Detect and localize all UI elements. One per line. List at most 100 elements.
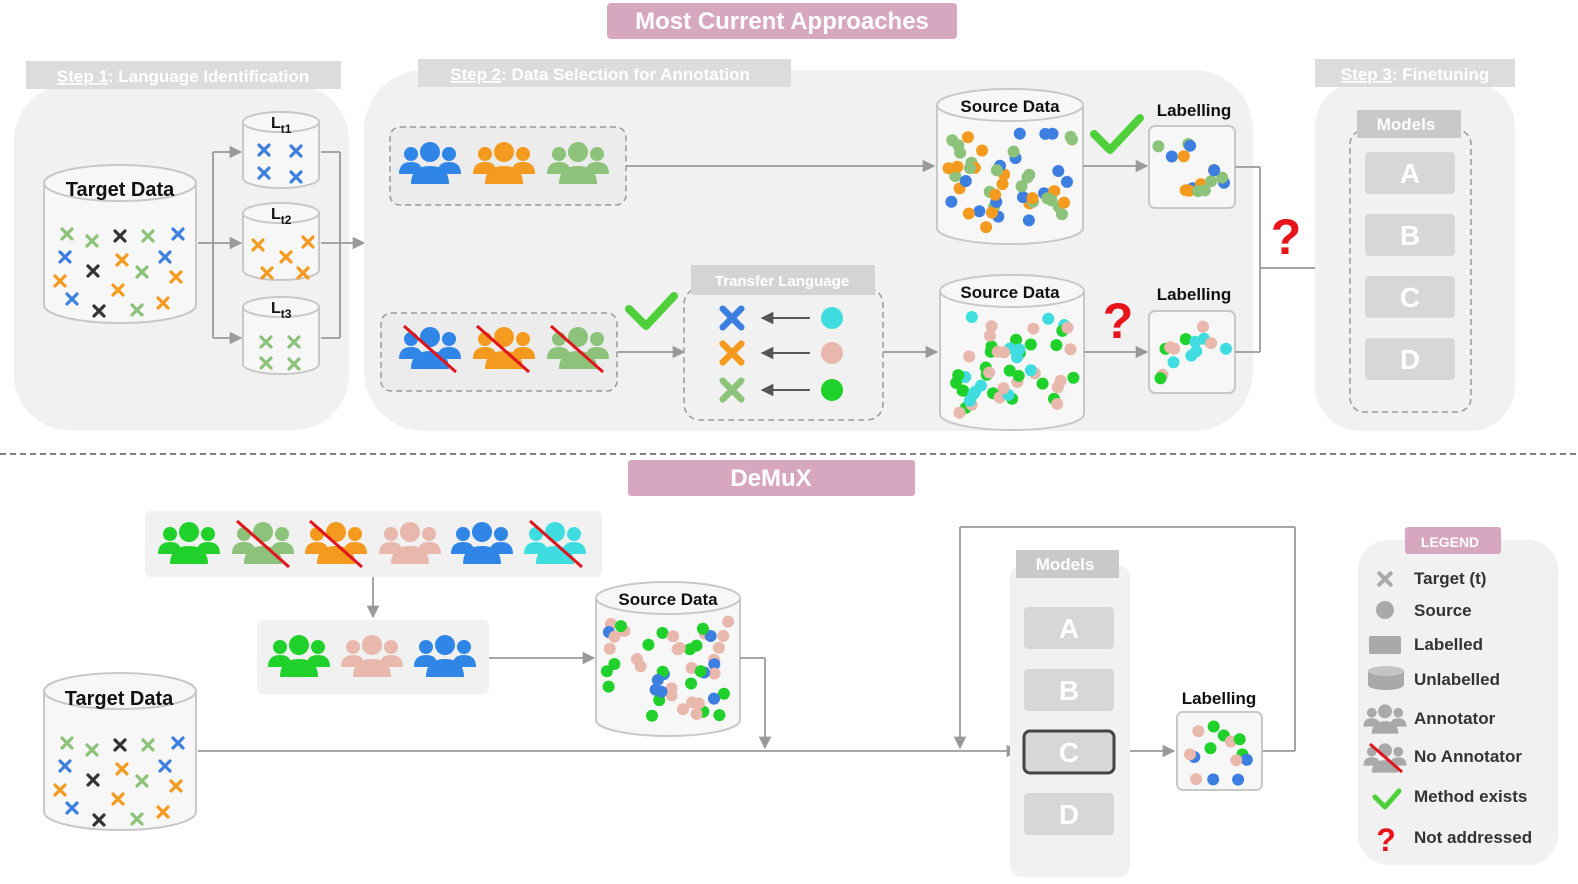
target-x-mark — [257, 143, 271, 157]
lt3-label: Lt3 — [271, 300, 292, 321]
data-dot — [963, 394, 976, 407]
data-dot — [708, 658, 721, 671]
data-dot — [1154, 372, 1167, 385]
data-dot — [712, 641, 725, 654]
target-x-mark — [85, 234, 99, 248]
target-x-mark — [158, 250, 172, 264]
data-dot — [1189, 335, 1202, 348]
target-x-mark — [156, 296, 170, 310]
top-title-box — [607, 3, 957, 39]
data-dot — [1024, 338, 1037, 351]
model-box-d — [1365, 338, 1455, 380]
data-dot — [1015, 180, 1028, 193]
data-dot — [722, 615, 735, 628]
data-dot — [1240, 753, 1253, 766]
data-dot — [1205, 337, 1218, 350]
source-dots-row2 — [950, 311, 1080, 419]
target-x-mark — [171, 736, 185, 750]
data-dot — [1064, 343, 1077, 356]
legend-item-method-exists: Method exists — [1414, 787, 1527, 806]
transfer-language-box — [683, 287, 884, 421]
bottom-title: DeMuX — [730, 465, 811, 492]
data-dot — [969, 385, 981, 398]
transfer-language-title: Transfer Language — [715, 273, 849, 290]
data-dot — [1192, 185, 1205, 198]
data-dot — [1064, 130, 1077, 143]
data-dot — [1061, 175, 1073, 188]
legend-item-no-annotator: No Annotator — [1414, 747, 1522, 766]
target-x-mark — [130, 303, 144, 317]
legend-question-icon: ? — [1376, 822, 1396, 858]
source-dot-green — [821, 379, 843, 401]
data-dot — [1207, 720, 1220, 733]
legend-labelled-icon — [1369, 636, 1401, 654]
data-dot — [996, 178, 1009, 191]
bottom-connectors — [198, 526, 1296, 758]
legend-header — [1405, 527, 1501, 554]
data-dot — [631, 653, 643, 665]
data-dot — [945, 195, 958, 208]
data-dot — [642, 638, 655, 651]
target-x-mark — [279, 250, 293, 264]
top-title: Most Current Approaches — [635, 8, 929, 35]
bottom-title-box — [628, 460, 915, 496]
data-dot — [961, 131, 974, 144]
source-data-label-row1: Source Data — [960, 97, 1060, 116]
target-x-mark — [135, 774, 149, 788]
model-box-a — [1365, 152, 1455, 194]
legend-item-labelled: Labelled — [1414, 635, 1483, 654]
data-dot — [608, 658, 621, 670]
data-dot — [1036, 377, 1049, 390]
check-icon-row2 — [625, 292, 678, 330]
target-data-label-bottom: Target Data — [65, 688, 174, 710]
data-dot — [656, 626, 669, 639]
data-dot — [1061, 321, 1074, 334]
model-label-b: B — [1400, 220, 1420, 251]
target-x-mark — [130, 812, 144, 826]
model-label-d: D — [1059, 799, 1079, 830]
legend-source-icon — [1376, 601, 1394, 619]
data-dot — [673, 642, 686, 654]
target-data-cylinder-bottom: Target Data — [43, 672, 197, 831]
model-box-a — [1024, 607, 1114, 649]
legend-title: LEGEND — [1421, 534, 1479, 550]
data-dot — [704, 630, 717, 642]
data-dot — [1204, 742, 1217, 755]
data-dot — [1027, 322, 1040, 335]
target-x-mark — [289, 144, 303, 158]
data-dot — [603, 642, 616, 655]
data-dot — [1197, 320, 1209, 333]
data-dot — [1207, 773, 1220, 786]
source-data-label-row2: Source Data — [960, 283, 1060, 302]
data-dot — [1152, 140, 1165, 153]
legend-item-annotator: Annotator — [1414, 709, 1496, 728]
data-dot — [694, 665, 707, 678]
data-dot — [685, 677, 698, 690]
data-dot — [964, 162, 976, 175]
data-dot — [951, 160, 964, 173]
lt2-cylinder: Lt2 — [242, 202, 320, 281]
target-x-mark — [257, 166, 271, 180]
target-x-mark — [86, 264, 100, 278]
data-dot — [952, 139, 965, 152]
data-dot — [1026, 192, 1039, 205]
data-dot — [1024, 364, 1037, 377]
data-dot — [1190, 773, 1203, 786]
data-dot — [942, 162, 955, 175]
step1-title: Step 1: Language Identification — [57, 67, 309, 86]
labelled-dots-row1 — [1152, 138, 1230, 198]
models-header-top — [1357, 110, 1461, 138]
target-x-mark — [287, 335, 301, 349]
target-x-mark — [53, 783, 67, 797]
data-dot — [1190, 345, 1203, 358]
source-data-label-bottom: Source Data — [618, 590, 718, 609]
data-dot — [1010, 333, 1023, 346]
step1-header — [26, 61, 341, 89]
data-dot — [949, 170, 962, 182]
data-dot — [651, 674, 664, 686]
target-x-mark — [113, 738, 127, 752]
model-label-c: C — [1059, 737, 1079, 768]
model-box-b — [1024, 669, 1114, 711]
data-dot — [708, 692, 720, 705]
no-annotator-strikes-bottom — [236, 519, 583, 569]
